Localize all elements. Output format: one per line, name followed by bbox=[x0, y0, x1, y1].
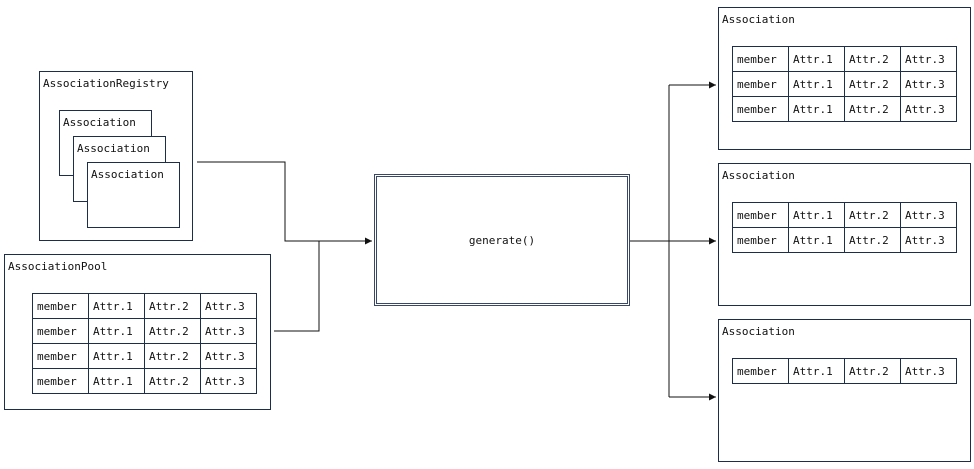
attribute-cell: Attr.1 bbox=[788, 227, 845, 253]
generate-label: generate() bbox=[468, 234, 536, 247]
attribute-cell: Attr.2 bbox=[844, 202, 901, 228]
member-cell: member bbox=[732, 46, 789, 72]
generate-process: generate() bbox=[374, 174, 630, 306]
attribute-cell: Attr.2 bbox=[144, 368, 201, 394]
attribute-cell: Attr.3 bbox=[900, 96, 957, 122]
attribute-cell: Attr.3 bbox=[900, 46, 957, 72]
attribute-cell: Attr.2 bbox=[844, 71, 901, 97]
member-cell: member bbox=[732, 202, 789, 228]
attribute-cell: Attr.2 bbox=[144, 318, 201, 344]
attribute-cell: Attr.1 bbox=[788, 46, 845, 72]
attribute-cell: Attr.3 bbox=[900, 227, 957, 253]
attribute-cell: Attr.1 bbox=[88, 293, 145, 319]
attribute-cell: Attr.3 bbox=[900, 71, 957, 97]
attribute-cell: Attr.2 bbox=[844, 227, 901, 253]
member-cell: member bbox=[32, 293, 89, 319]
attribute-cell: Attr.2 bbox=[844, 46, 901, 72]
attribute-cell: Attr.1 bbox=[788, 202, 845, 228]
member-cell: member bbox=[32, 343, 89, 369]
attribute-cell: Attr.3 bbox=[200, 368, 257, 394]
output-title: Association bbox=[722, 169, 795, 182]
attribute-cell: Attr.2 bbox=[844, 96, 901, 122]
output-title: Association bbox=[722, 13, 795, 26]
attribute-cell: Attr.3 bbox=[200, 318, 257, 344]
attribute-cell: Attr.3 bbox=[900, 202, 957, 228]
member-cell: member bbox=[732, 358, 789, 384]
member-cell: member bbox=[732, 71, 789, 97]
registry-connector bbox=[197, 161, 319, 242]
member-cell: member bbox=[732, 96, 789, 122]
registry-title: AssociationRegistry bbox=[43, 77, 169, 90]
attribute-cell: Attr.1 bbox=[88, 318, 145, 344]
attribute-cell: Attr.1 bbox=[88, 343, 145, 369]
registry-association-label: Association bbox=[91, 168, 164, 181]
pool-connector bbox=[274, 237, 372, 332]
attribute-cell: Attr.2 bbox=[844, 358, 901, 384]
registry-association-label: Association bbox=[77, 142, 150, 155]
registry-association-label: Association bbox=[63, 116, 136, 129]
member-cell: member bbox=[32, 368, 89, 394]
registry-association-card-3: Association bbox=[87, 162, 180, 228]
member-cell: member bbox=[32, 318, 89, 344]
pool-title: AssociationPool bbox=[8, 260, 108, 273]
output-title: Association bbox=[722, 325, 795, 338]
attribute-cell: Attr.2 bbox=[144, 293, 201, 319]
attribute-cell: Attr.3 bbox=[900, 358, 957, 384]
member-cell: member bbox=[732, 227, 789, 253]
attribute-cell: Attr.1 bbox=[88, 368, 145, 394]
attribute-cell: Attr.1 bbox=[788, 96, 845, 122]
attribute-cell: Attr.1 bbox=[788, 358, 845, 384]
attribute-cell: Attr.2 bbox=[144, 343, 201, 369]
attribute-cell: Attr.3 bbox=[200, 343, 257, 369]
attribute-cell: Attr.1 bbox=[788, 71, 845, 97]
attribute-cell: Attr.3 bbox=[200, 293, 257, 319]
